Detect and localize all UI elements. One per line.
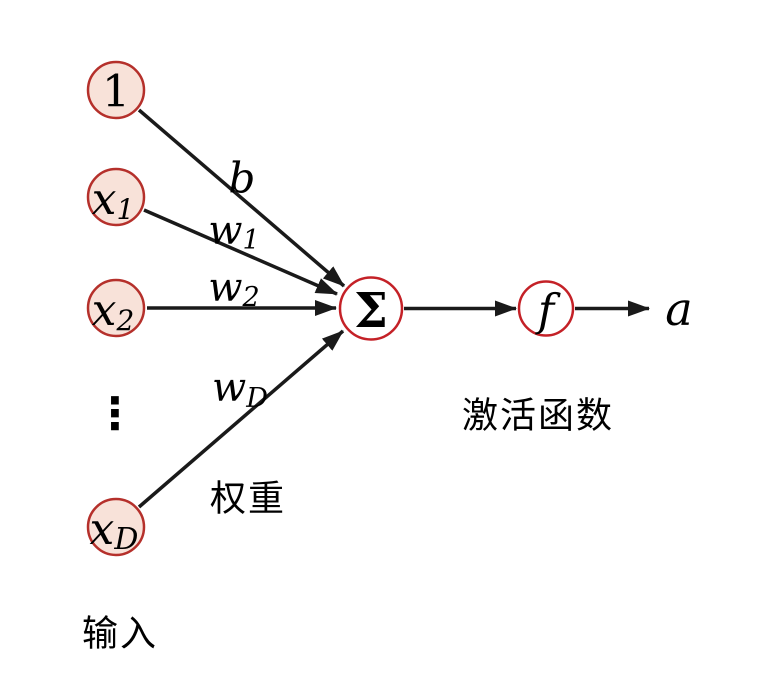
activation-node bbox=[517, 280, 575, 337]
vertical-ellipsis-icon: ⋮ bbox=[93, 389, 137, 440]
output-label: a bbox=[665, 282, 692, 336]
x2-node-label: x2 bbox=[92, 285, 135, 337]
input-node-bias bbox=[86, 60, 146, 120]
inputs-caption: 输入 bbox=[82, 614, 158, 655]
weight-1-label: w1 bbox=[208, 208, 259, 256]
input-node-x1 bbox=[86, 167, 146, 227]
weight-2-label: w2 bbox=[208, 265, 259, 313]
edge-wD bbox=[137, 329, 345, 509]
input-node-xD bbox=[86, 497, 146, 557]
input-node-x2 bbox=[86, 278, 146, 338]
weight-D-label: wD bbox=[212, 365, 268, 414]
x1-node-label: x1 bbox=[92, 174, 135, 226]
activation-caption: 激活函数 bbox=[462, 396, 614, 437]
bias-weight-label: b bbox=[229, 154, 256, 203]
edge-bias bbox=[137, 108, 346, 288]
edge-w1 bbox=[143, 208, 338, 296]
xD-node-label: xD bbox=[90, 504, 139, 557]
sum-node-label: Σ bbox=[354, 283, 388, 339]
bias-node-label: 1 bbox=[102, 67, 130, 118]
sum-node bbox=[338, 276, 404, 341]
weights-caption: 权重 bbox=[210, 479, 286, 520]
